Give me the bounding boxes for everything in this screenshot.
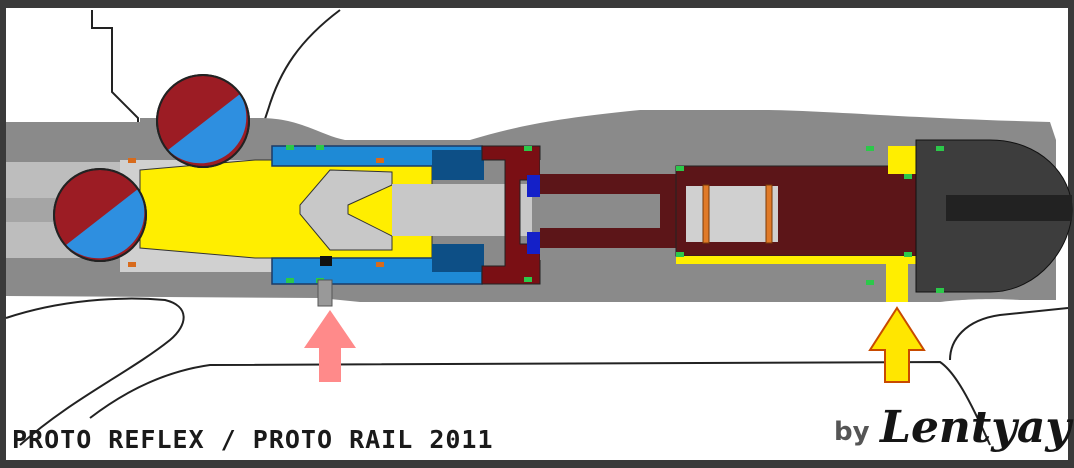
rear-end-cap-slot: [946, 195, 1072, 221]
valve-chamber-upper: [540, 174, 670, 194]
ram-oring-rear: [765, 184, 773, 244]
grip-front-outline: [5, 297, 185, 446]
trigger-guard-outline: [949, 307, 1069, 361]
sleeve-pin: [320, 256, 332, 266]
regulator-flow-arrow: [868, 306, 926, 383]
air-inlet-port: [317, 279, 333, 307]
valve-chamber-lower: [540, 228, 670, 248]
feed-neck-left-outline: [91, 10, 139, 130]
valve-seal-lower: [527, 232, 541, 254]
ram-yellow-rail: [676, 256, 916, 264]
frame-bottom-outline: [89, 360, 991, 446]
paintball-chamber: [53, 168, 147, 262]
feed-neck-right-outline: [261, 9, 341, 129]
orange-seals: [128, 158, 384, 267]
sleeve-rear-upper: [432, 150, 484, 180]
ram-piston: [686, 186, 778, 242]
bolt-body: [139, 149, 433, 271]
air-inlet-arrow: [304, 310, 356, 382]
ram-cap-upper: [888, 146, 916, 174]
sleeve-rear-lower: [432, 244, 484, 272]
ram-cap-lower: [886, 264, 908, 302]
credit-author: Lentyay: [878, 402, 1074, 453]
diagram-title: PROTO REFLEX / PROTO RAIL 2011: [12, 425, 494, 454]
ram-oring-front: [702, 184, 710, 244]
paintball-feed: [156, 74, 250, 168]
valve-seal-upper: [527, 175, 541, 197]
credit-prefix: by: [834, 417, 870, 447]
